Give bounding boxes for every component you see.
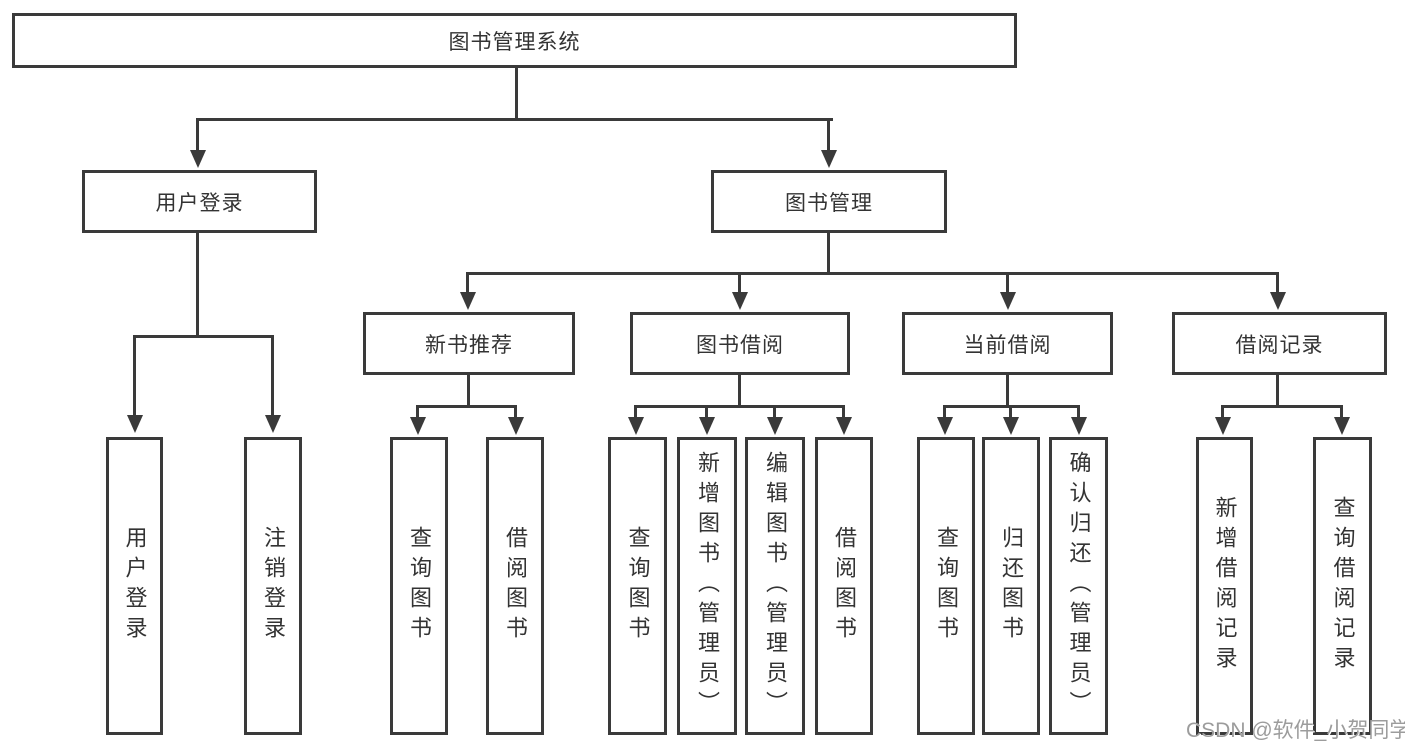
node-label: 用户登录 [122,526,148,646]
connector-arrow-shaft [1276,272,1279,294]
arrow-down-icon [1003,417,1019,435]
connector-arrow-shaft [1006,272,1009,294]
connector-br-hbar [1221,405,1343,408]
arrow-down-icon [508,417,524,435]
connector-br-stem [1276,375,1279,405]
arrow-down-icon [767,417,783,435]
node-label: 新增图书（管理员） [695,451,720,721]
node-label: 借阅图书 [503,526,528,646]
arrow-down-icon [1071,417,1087,435]
connector-arrow-shaft [416,405,419,419]
leaf-nbr-query-books: 查询图书 [390,437,448,735]
arrow-down-icon [1270,292,1286,310]
node-new-book-recommend: 新书推荐 [363,312,575,375]
node-user-login: 用户登录 [82,170,317,233]
arrow-down-icon [1215,417,1231,435]
connector-arrow-shaft [271,335,274,417]
connector-root-hbar [196,118,833,121]
connector-arrow-shaft [773,405,776,419]
leaf-br-add-record: 新增借阅记录 [1196,437,1253,735]
connector-nbr-hbar [416,405,517,408]
leaf-user-login: 用户登录 [106,437,163,735]
node-book-management: 图书管理 [711,170,947,233]
node-label: 图书借阅 [696,333,784,357]
node-label: 查询图书 [934,526,959,646]
leaf-bb-edit-books-admin: 编辑图书（管理员） [745,437,805,735]
connector-arrow-shaft [1009,405,1012,419]
connector-arrow-shaft [1221,405,1224,419]
connector-arrow-shaft [514,405,517,419]
arrow-down-icon [265,415,281,433]
leaf-br-query-record: 查询借阅记录 [1313,437,1372,735]
arrow-down-icon [190,150,206,168]
node-current-borrowing: 当前借阅 [902,312,1113,375]
connector-arrow-shaft [827,118,830,152]
node-label: 查询借阅记录 [1330,496,1356,676]
leaf-logout: 注销登录 [244,437,302,735]
leaf-cb-query-books: 查询图书 [917,437,975,735]
arrow-down-icon [1000,292,1016,310]
arrow-down-icon [460,292,476,310]
arrow-down-icon [628,417,644,435]
arrow-down-icon [127,415,143,433]
node-book-borrowing: 图书借阅 [630,312,850,375]
node-label: 查询图书 [407,526,432,646]
connector-arrow-shaft [705,405,708,419]
connector-root-stem [515,68,518,118]
leaf-cb-return-books: 归还图书 [982,437,1040,735]
leaf-nbr-borrow-books: 借阅图书 [486,437,544,735]
csdn-watermark: CSDN @软件_小贺同学 [1186,719,1405,742]
arrow-down-icon [821,150,837,168]
leaf-bb-query-books: 查询图书 [608,437,667,735]
arrow-down-icon [836,417,852,435]
node-borrowing-records: 借阅记录 [1172,312,1387,375]
node-label: 归还图书 [999,526,1024,646]
connector-arrow-shaft [196,118,199,152]
node-root-library-system: 图书管理系统 [12,13,1017,68]
node-label: 用户登录 [155,191,244,215]
arrow-down-icon [410,417,426,435]
connector-arrow-shaft [466,272,469,294]
node-label: 图书管理系统 [448,30,581,54]
node-label: 借阅图书 [832,526,857,646]
node-label: 新书推荐 [425,333,513,357]
connector-user-login-stem [196,233,199,335]
connector-book-mgmt-stem [827,233,830,272]
node-label: 新增借阅记录 [1212,496,1238,676]
connector-arrow-shaft [738,272,741,294]
arrow-down-icon [732,292,748,310]
node-label: 当前借阅 [963,333,1052,357]
arrow-down-icon [699,417,715,435]
leaf-bb-borrow-books: 借阅图书 [815,437,873,735]
connector-arrow-shaft [1340,405,1343,419]
connector-nbr-stem [467,375,470,405]
connector-user-login-hbar [133,335,274,338]
connector-bb-hbar [634,405,845,408]
node-label: 借阅记录 [1235,333,1324,357]
connector-arrow-shaft [1077,405,1080,419]
connector-arrow-shaft [133,335,136,417]
connector-book-mgmt-hbar [466,272,1279,275]
node-label: 图书管理 [785,191,873,215]
node-label: 编辑图书（管理员） [763,451,788,721]
arrow-down-icon [1334,417,1350,435]
leaf-bb-add-books-admin: 新增图书（管理员） [677,437,737,735]
node-label: 注销登录 [261,526,286,646]
node-label: 确认归还（管理员） [1066,451,1092,721]
connector-bb-stem [738,375,741,405]
arrow-down-icon [937,417,953,435]
connector-arrow-shaft [842,405,845,419]
node-label: 查询图书 [625,526,651,646]
connector-arrow-shaft [943,405,946,419]
connector-arrow-shaft [634,405,637,419]
leaf-cb-confirm-return-admin: 确认归还（管理员） [1049,437,1108,735]
connector-cb-stem [1006,375,1009,405]
